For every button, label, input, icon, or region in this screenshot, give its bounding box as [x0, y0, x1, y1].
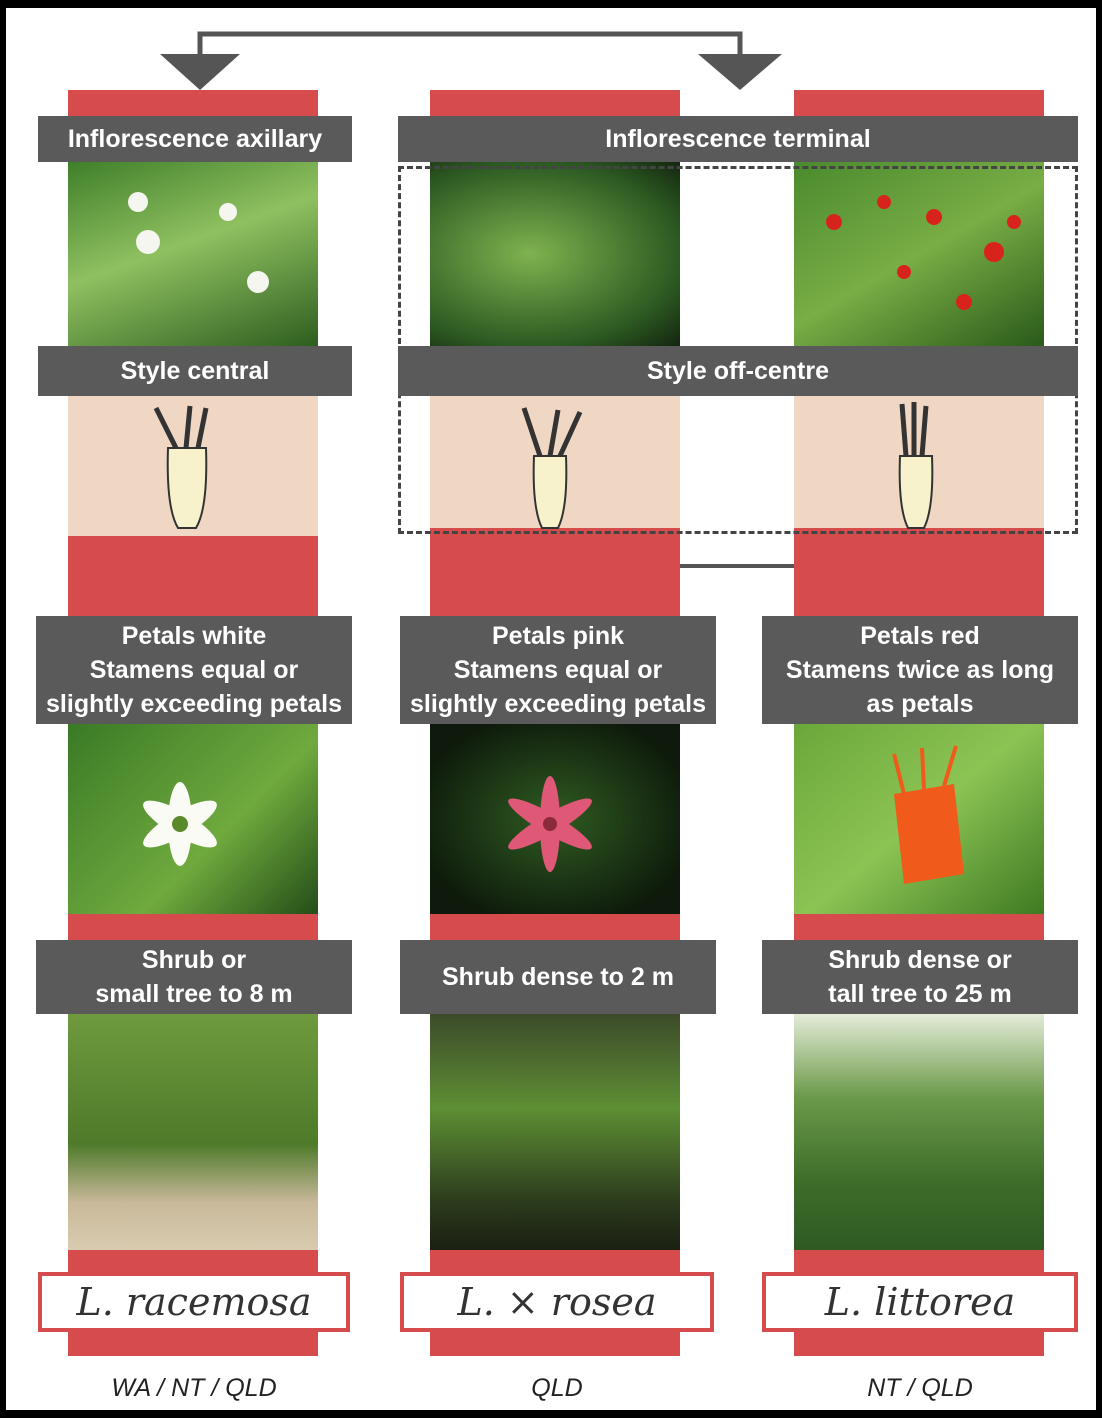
region-littorea: NT / QLD [762, 1374, 1078, 1403]
label-petals-rosea: Petals pink Stamens equal or slightly ex… [400, 616, 716, 724]
photo-habit-littorea [794, 1014, 1044, 1250]
region-racemosa: WA / NT / QLD [38, 1374, 350, 1403]
photo-habit-racemosa [68, 1014, 318, 1250]
label-habit-rosea: Shrub dense to 2 m [400, 940, 716, 1014]
label-style-off-centre: Style off-centre [398, 346, 1078, 396]
photo-flower-rosea [430, 724, 680, 914]
label-inflorescence-axillary: Inflorescence axillary [38, 116, 352, 162]
photo-flower-littorea [794, 724, 1044, 914]
label-style-central: Style central [38, 346, 352, 396]
region-rosea: QLD [400, 1374, 714, 1403]
diagram-canvas: Inflorescence axillary Inflorescence ter… [6, 8, 1096, 1410]
label-habit-littorea: Shrub dense or tall tree to 25 m [762, 940, 1078, 1014]
species-label-rosea: L. × rosea [400, 1272, 714, 1332]
photo-flower-racemosa [68, 724, 318, 914]
style-central-illustration [156, 406, 206, 528]
label-petals-racemosa: Petals white Stamens equal or slightly e… [36, 616, 352, 724]
label-habit-racemosa: Shrub or small tree to 8 m [36, 940, 352, 1014]
label-inflorescence-terminal: Inflorescence terminal [398, 116, 1078, 162]
species-label-racemosa: L. racemosa [38, 1272, 350, 1332]
species-label-littorea: L. littorea [762, 1272, 1078, 1332]
label-petals-littorea: Petals red Stamens twice as long as peta… [762, 616, 1078, 724]
photo-habit-rosea [430, 1014, 680, 1250]
